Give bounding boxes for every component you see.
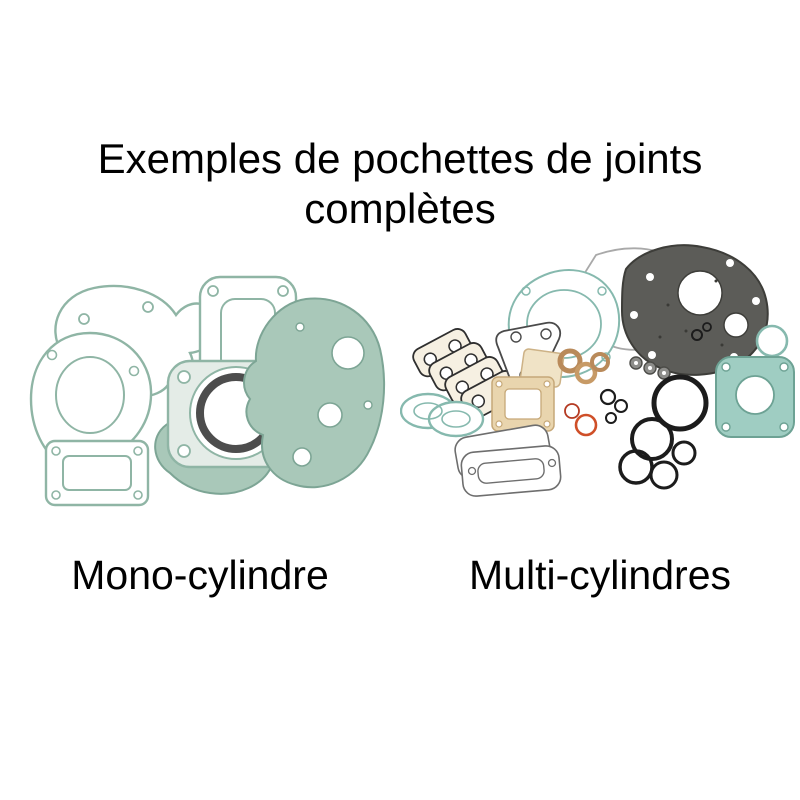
multi-cylinder-figure [399, 235, 800, 545]
multi-copper-washers [557, 348, 610, 385]
mono-cylinder-gasket-illustration [29, 275, 386, 507]
title-line-1: Exemples de pochettes de joints [97, 135, 703, 182]
multi-cylinder-label: Multi-cylindres [469, 552, 731, 598]
multi-valve-cover-gaskets [454, 424, 562, 497]
figure-labels-row: Mono-cylindre Multi-cylindres [0, 552, 800, 599]
page-title: Exemples de pochettes de joints complète… [0, 134, 800, 233]
mono-cylinder-label: Mono-cylindre [71, 552, 329, 598]
multi-cylinder-gasket-illustration [399, 244, 795, 497]
multi-o-rings [599, 322, 712, 490]
multi-paper-gaskets [491, 348, 565, 432]
multi-cylinder-port-gaskets [715, 324, 795, 438]
multi-oval-gaskets [399, 392, 485, 438]
multi-orange-o-ring [564, 403, 598, 437]
gasket-figures-row [0, 235, 800, 545]
title-line-2: complètes [304, 184, 496, 232]
multi-metal-washers [629, 356, 671, 380]
mono-reed-valve-gasket [44, 439, 150, 507]
multi-crankcase-gasket-dark [620, 244, 769, 376]
mono-crankcase-gasket [243, 297, 386, 489]
mono-cylinder-figure [0, 235, 400, 545]
